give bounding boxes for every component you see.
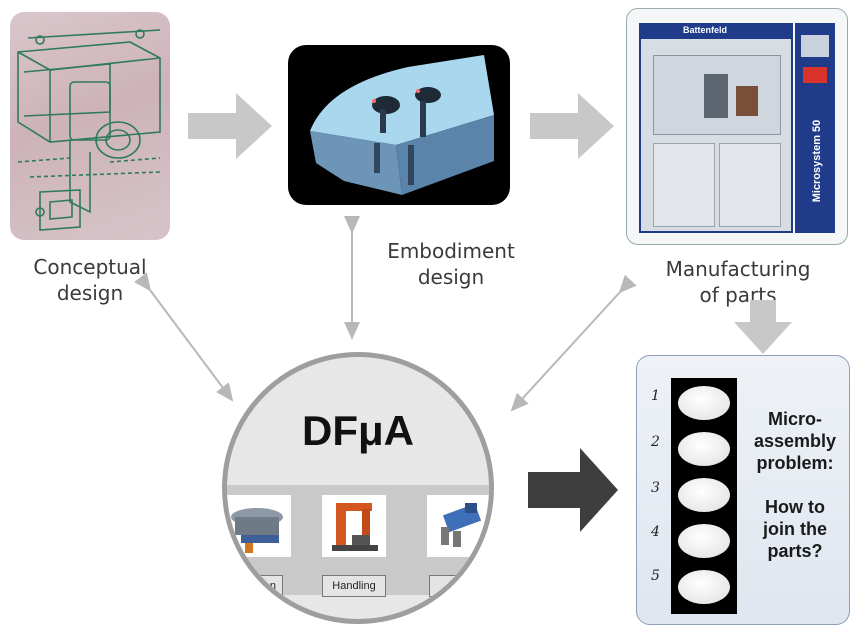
machine-door-left [653,143,715,227]
dfua-tile-handling [322,495,386,557]
manufacturing-caption-line-1: Manufacturing [665,257,811,281]
conceptual-sketch-image [10,12,170,240]
part-number-5: 5 [651,568,660,584]
problem-line: parts? [767,541,823,561]
problem-line: join the [763,519,827,539]
dfua-tab-handling[interactable]: Handling [322,575,386,597]
problem-line: assembly [753,431,837,451]
dfua-tile-joining [427,495,489,557]
conceptual-caption-line-2: design [56,281,124,305]
manufacturing-machine-image: Battenfeld Microsystem 50 [626,8,848,245]
problem-line: problem: [756,453,834,473]
dfua-title: DFμA [301,407,414,454]
machine-window [653,55,781,135]
part-disc-2 [678,432,730,466]
flow-arrow-manufacturing-down [734,300,792,354]
part-disc-3 [678,478,730,512]
flow-arrow-concept-to-embodiment [188,93,272,159]
feeder-illustration [231,508,283,553]
dfua-tab-feeding-label: n [269,580,276,592]
relation-arrow-manufacturing [510,274,637,412]
machine-door-right [719,143,781,227]
dfua-tab-feeding[interactable]: n [227,575,283,597]
conceptual-caption-line-1: Conceptual [33,255,147,279]
problem-line: Micro- [768,409,822,429]
conceptual-design-caption: Conceptual design [10,254,170,306]
machine-header-bar: Battenfeld [641,25,791,39]
parts-strip [671,378,737,614]
embodiment-caption-line-2: design [417,265,485,289]
sketch-drawing [17,29,161,231]
problem-spacer [745,474,845,496]
machine-mechanism [704,74,728,118]
flow-arrow-dfua-to-problem [528,448,618,532]
problem-line: How to [765,497,825,517]
embodiment-cad-image [288,45,510,205]
machine-side-column: Microsystem 50 [795,23,835,233]
machine-control-panel [801,35,829,57]
part-disc-1 [678,386,730,420]
machine-display [803,67,827,83]
microassembly-panel: 1 2 3 4 5 Micro- assembly problem: How t… [636,355,850,625]
dfua-tile-feeding [227,495,291,557]
part-number-1: 1 [651,388,660,404]
embodiment-caption-line-1: Embodiment [387,239,515,263]
flow-arrow-embodiment-to-manufacturing [530,93,614,159]
embodiment-design-caption: Embodiment design [366,238,536,290]
part-number-2: 2 [651,434,660,450]
dfua-tab-joining[interactable]: Join [429,575,489,597]
part-disc-5 [678,570,730,604]
machine-brand-label: Battenfeld [683,25,728,35]
joining-gripper-illustration [441,503,482,547]
machine-part [736,86,758,116]
cad-model-drawing [310,55,494,195]
dfua-module-band: n Handling Join [227,485,489,597]
handling-robot-illustration [332,503,378,551]
part-number-3: 3 [651,480,660,496]
microassembly-problem-text: Micro- assembly problem: How to join the… [745,408,845,562]
part-number-4: 4 [651,524,660,540]
part-disc-4 [678,524,730,558]
machine-body: Battenfeld [639,23,793,233]
dfua-magnifier-circle: DFμA [222,352,494,624]
relation-arrow-conceptual [134,272,234,402]
